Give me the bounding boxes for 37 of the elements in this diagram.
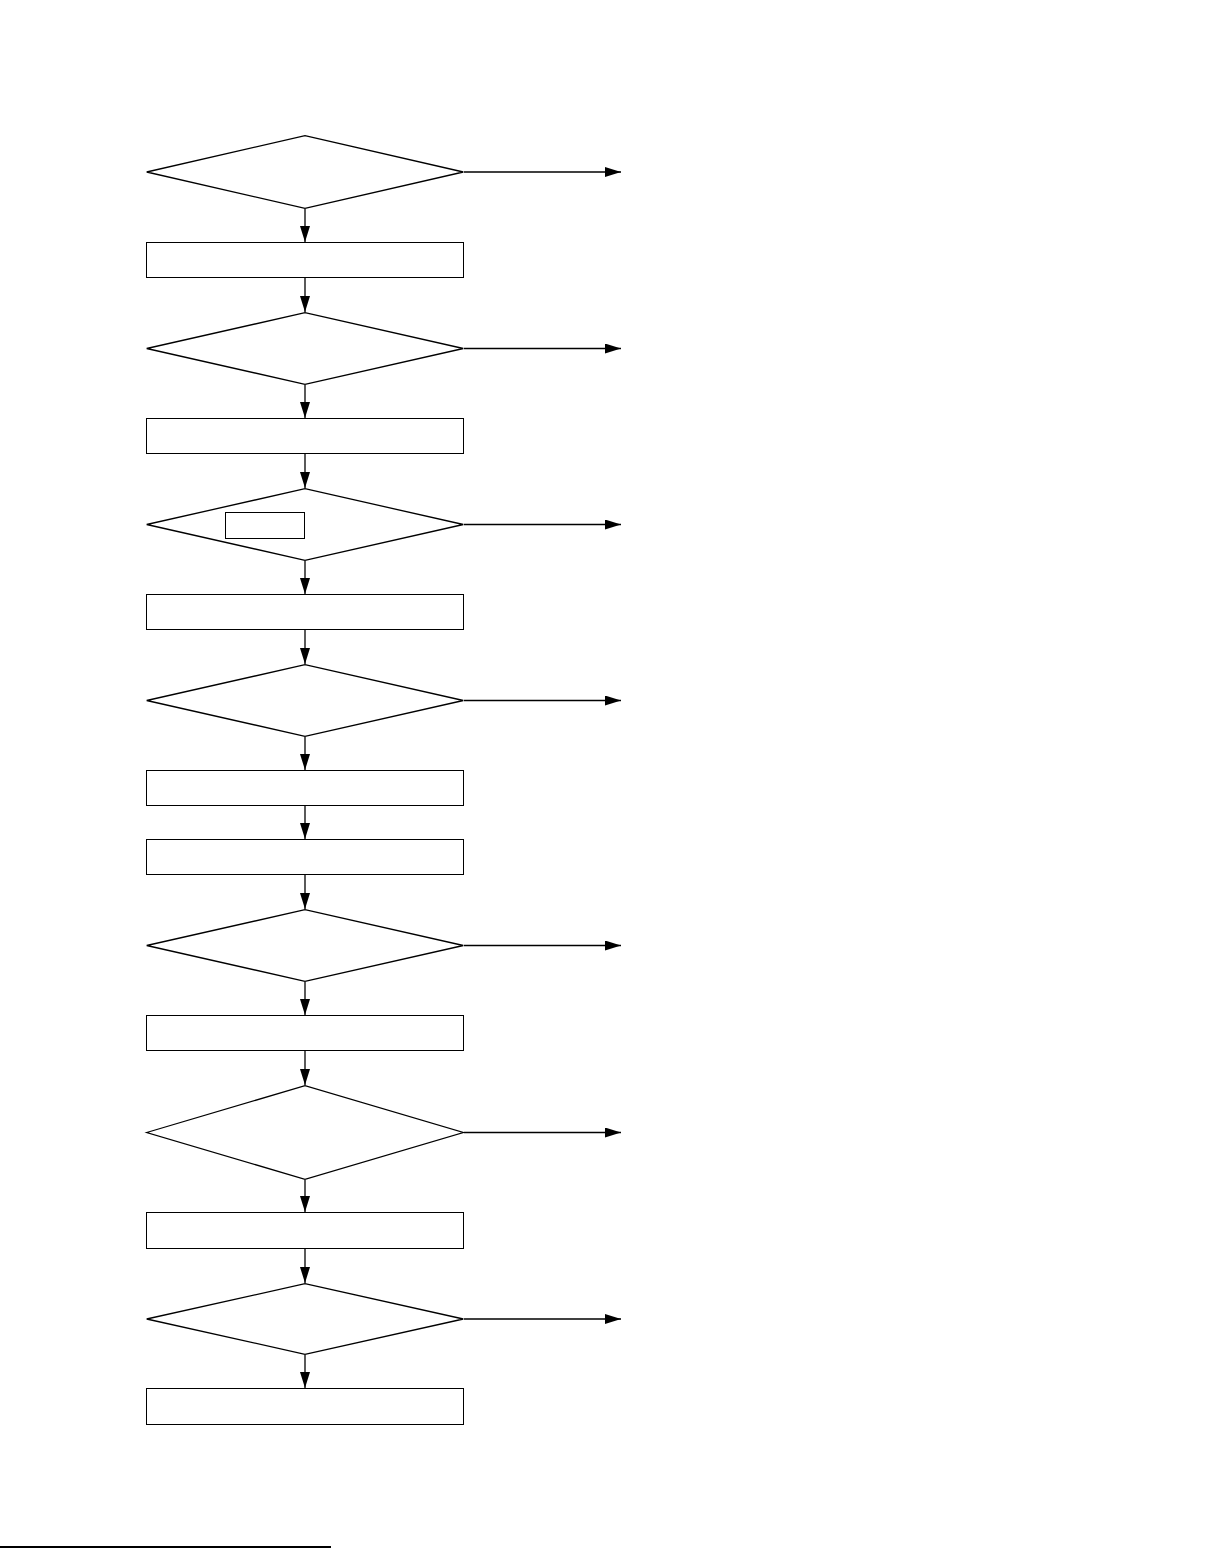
decision-diamond — [146, 1085, 464, 1180]
arrow — [463, 167, 622, 177]
arrow — [463, 1314, 622, 1324]
process-box — [225, 512, 305, 539]
arrow — [300, 981, 310, 1016]
arrow — [300, 277, 310, 313]
arrow — [300, 453, 310, 489]
process-box — [146, 1212, 464, 1249]
arrow — [463, 695, 622, 706]
arrow — [300, 208, 310, 243]
arrow — [300, 1248, 310, 1284]
arrow — [463, 1127, 622, 1138]
arrow — [300, 560, 310, 595]
arrow — [300, 629, 310, 665]
process-box — [146, 839, 464, 875]
decision-diamond — [146, 135, 464, 209]
process-box — [146, 1388, 464, 1425]
process-box — [146, 594, 464, 630]
arrow — [463, 519, 622, 530]
decision-diamond — [146, 664, 464, 737]
arrow — [300, 805, 310, 840]
arrow — [300, 1050, 310, 1086]
arrow — [300, 874, 310, 910]
arrow — [463, 343, 622, 354]
decision-diamond — [146, 1283, 464, 1355]
arrow — [463, 940, 622, 951]
process-box — [146, 770, 464, 806]
decision-diamond — [146, 909, 464, 982]
decision-diamond — [146, 312, 464, 385]
arrow — [300, 1179, 310, 1213]
arrow — [300, 1354, 310, 1389]
process-box — [146, 1015, 464, 1051]
arrow — [300, 736, 310, 771]
decision-diamond — [146, 488, 464, 561]
arrow — [300, 384, 310, 419]
process-box — [146, 418, 464, 454]
process-box — [146, 242, 464, 278]
